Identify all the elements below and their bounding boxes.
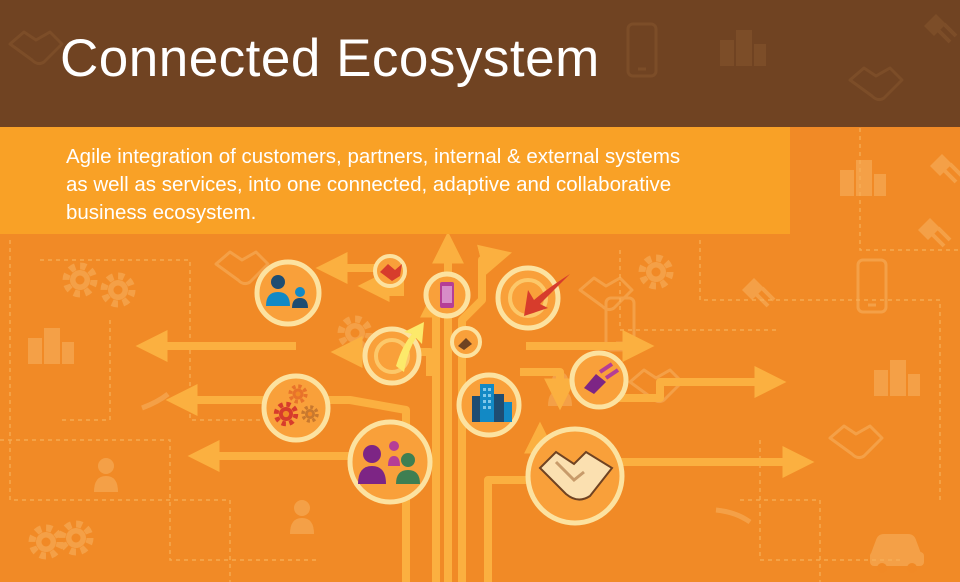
description-line: as well as services, into one connected,… bbox=[66, 173, 672, 196]
people-node bbox=[254, 259, 322, 327]
mobile-phone-icon bbox=[856, 258, 888, 314]
background-decoration bbox=[28, 152, 960, 573]
handshake-node-large bbox=[525, 426, 625, 526]
circuit-lines bbox=[0, 120, 960, 582]
description-panel: Agile integration of customers, partners… bbox=[0, 127, 790, 234]
arrow-node-red bbox=[495, 265, 570, 331]
building-icon bbox=[874, 360, 920, 396]
gear-icon bbox=[66, 266, 94, 294]
plug-node bbox=[569, 350, 629, 410]
handshake-icon bbox=[828, 424, 884, 460]
handshake-icon bbox=[848, 66, 904, 102]
handshake-icon bbox=[8, 30, 64, 66]
arrow-node-yellow bbox=[362, 322, 424, 386]
curved-arrow-icon bbox=[715, 507, 752, 525]
gear-icon bbox=[642, 258, 670, 286]
gear-icon bbox=[62, 524, 90, 552]
car-icon bbox=[870, 534, 924, 573]
description-text: Agile integration of customers, partners… bbox=[66, 143, 766, 227]
person-icon bbox=[94, 458, 118, 492]
buildings-node bbox=[456, 372, 522, 438]
building-icon bbox=[28, 328, 74, 364]
header-decoration bbox=[8, 12, 958, 102]
handshake-node-small bbox=[373, 254, 407, 288]
plug-node-small bbox=[450, 326, 482, 358]
header-bar: Connected Ecosystem bbox=[0, 0, 960, 127]
person-icon bbox=[290, 500, 314, 534]
building-icon bbox=[720, 30, 766, 66]
gear-icon bbox=[341, 319, 369, 347]
plug-icon bbox=[928, 152, 960, 184]
gear-icon bbox=[104, 276, 132, 304]
description-line: Agile integration of customers, partners… bbox=[66, 145, 681, 168]
page-title: Connected Ecosystem bbox=[60, 29, 600, 88]
description-line: business ecosystem. bbox=[66, 201, 257, 224]
plug-icon bbox=[916, 216, 952, 248]
gear-icon bbox=[32, 528, 60, 556]
plug-icon bbox=[922, 12, 958, 44]
curved-arrow-icon bbox=[141, 392, 170, 411]
mobile-phone-icon bbox=[626, 22, 658, 78]
mobile-phone-node bbox=[423, 271, 471, 319]
group-people-node bbox=[347, 419, 433, 505]
plug-icon bbox=[740, 276, 776, 308]
gears-node bbox=[261, 373, 331, 443]
building-icon bbox=[840, 160, 886, 196]
